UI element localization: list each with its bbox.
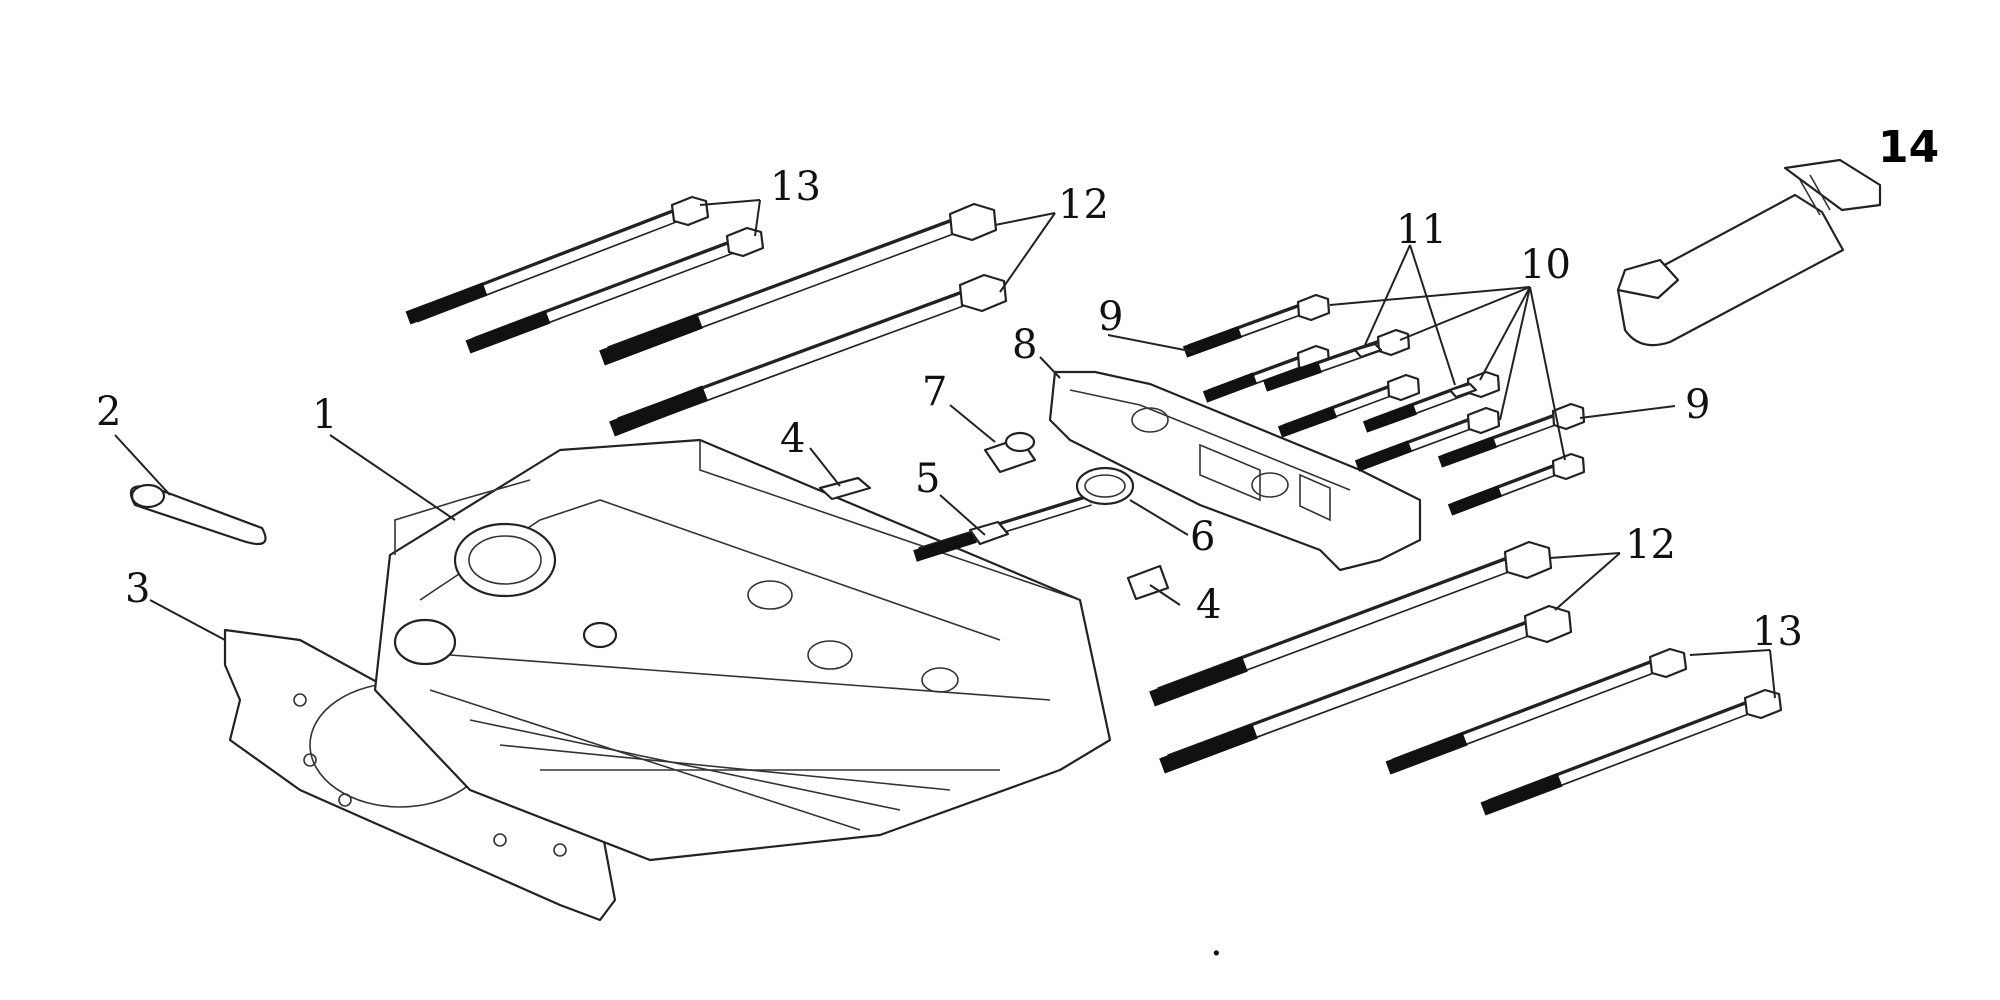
washer-11-b xyxy=(1448,382,1478,399)
label-part-14: 14 xyxy=(1878,122,1939,173)
label-part-2: 2 xyxy=(96,389,121,435)
label-part-4-lower: 4 xyxy=(1196,582,1221,628)
label-part-3: 3 xyxy=(125,566,150,612)
label-part-6: 6 xyxy=(1190,514,1215,560)
label-part-10: 10 xyxy=(1520,242,1571,288)
bolt-12-upper-a xyxy=(599,202,998,366)
dowel-pin-4-upper xyxy=(818,476,872,501)
label-part-11: 11 xyxy=(1396,207,1447,253)
cylinder-block-1 xyxy=(373,438,1112,862)
sensor-14 xyxy=(1616,158,1882,347)
label-part-13-lower: 13 xyxy=(1752,609,1803,655)
label-part-1: 1 xyxy=(312,392,337,438)
bolt-10-f xyxy=(1447,452,1586,516)
plug-7 xyxy=(983,431,1037,474)
bolt-13-upper-b xyxy=(465,226,765,354)
bolt-13-lower-b xyxy=(1480,688,1783,816)
bolt-9-lower xyxy=(1437,402,1586,468)
bolt-10-c xyxy=(1277,373,1421,438)
bolt-10-b xyxy=(1263,328,1411,392)
bolt-10-e xyxy=(1354,406,1501,472)
o-ring-6 xyxy=(1075,466,1135,506)
label-part-4-upper: 4 xyxy=(780,416,805,462)
dowel-sleeve-2 xyxy=(129,483,267,546)
bolt-12-lower-a xyxy=(1149,540,1553,707)
label-part-9-lower: 9 xyxy=(1685,382,1710,428)
stud-5 xyxy=(913,494,1092,562)
label-part-5: 5 xyxy=(915,456,940,502)
bolt-13-upper-a xyxy=(405,195,710,325)
cam-carrier-8 xyxy=(1048,370,1422,572)
footer-mark: . xyxy=(1210,919,1223,965)
label-part-12-upper: 12 xyxy=(1058,182,1109,228)
bolt-12-lower-b xyxy=(1159,604,1573,774)
leader-lines xyxy=(114,199,1776,699)
label-part-12-lower: 12 xyxy=(1625,522,1676,568)
label-part-7: 7 xyxy=(922,369,947,415)
label-part-9-upper: 9 xyxy=(1098,294,1123,340)
washer-11-a xyxy=(1353,342,1383,359)
bolt-12-upper-b xyxy=(609,273,1008,437)
bolt-13-lower-a xyxy=(1385,647,1688,775)
label-part-13-upper: 13 xyxy=(770,164,821,210)
label-part-8: 8 xyxy=(1012,322,1037,368)
bolt-9-upper xyxy=(1182,293,1331,358)
